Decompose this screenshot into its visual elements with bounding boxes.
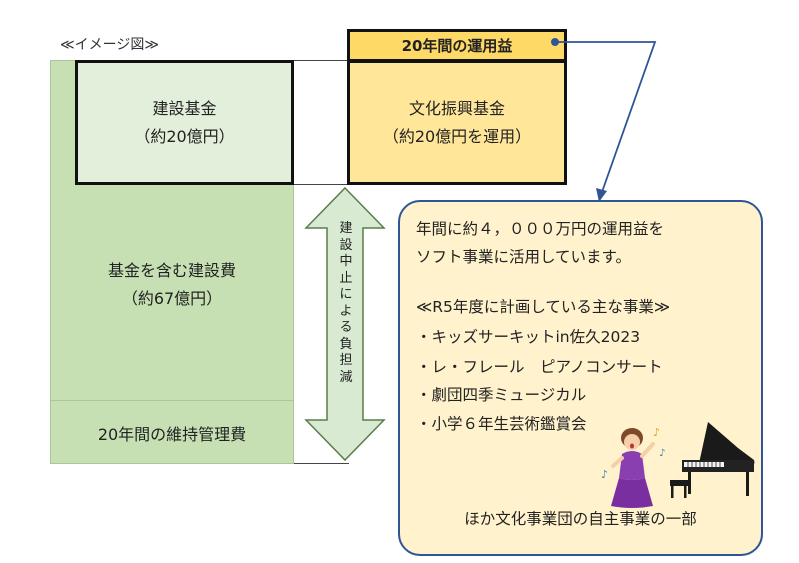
callout-line-2: ソフト事業に活用しています。 — [416, 248, 631, 266]
grand-piano-icon — [670, 422, 755, 498]
plan-heading: ≪R5年度に計画している主な事業≫ — [416, 298, 671, 316]
svg-text:♪: ♪ — [601, 468, 608, 481]
maintenance-cost-label: 20年間の維持管理費 — [97, 424, 247, 444]
construction-cost-label: 基金を含む建設費 （約67億円） — [50, 240, 294, 330]
svg-text:♪: ♪ — [659, 448, 665, 459]
baseline — [294, 463, 349, 464]
plan-item: ・レ・フレール ピアノコンサート — [416, 358, 663, 376]
plan-item: ・キッズサーキットin佐久2023 — [416, 328, 641, 346]
construction-fund-box: 建設基金 （約20億円） — [75, 60, 294, 185]
construction-fund-name: 建設基金 — [152, 98, 217, 118]
cost-divider — [50, 400, 294, 401]
svg-text:♪: ♪ — [653, 426, 660, 439]
culture-fund-amount: （約20億円を運用） — [382, 126, 532, 146]
callout-line-1: 年間に約４，０００万円の運用益を — [416, 220, 665, 238]
singer-illustration-icon: ♪ ♪ ♪ — [601, 426, 665, 508]
burden-reduction-label: 建 設 中 止 に よ る 負 担 減 — [339, 221, 353, 385]
connector-arrow — [551, 38, 657, 202]
operation-profit-callout — [398, 200, 763, 556]
image-label: ≪イメージ図≫ — [60, 37, 160, 53]
plan-item: ・小学６年生芸術鑑賞会 — [416, 415, 587, 433]
profit-title: 20年間の運用益 — [347, 29, 567, 62]
culture-fund-box: 文化振興基金 （約20億円を運用） — [347, 60, 567, 185]
burden-reduction-arrow — [304, 186, 386, 462]
gap-line-top — [294, 60, 349, 61]
construction-cost-name: 基金を含む建設費 — [107, 261, 236, 280]
construction-fund-amount: （約20億円） — [134, 126, 235, 146]
construction-cost-amount: （約67億円） — [121, 289, 223, 308]
gap-line-bottom — [294, 184, 349, 185]
culture-fund-name: 文化振興基金 — [408, 98, 505, 118]
callout-caption: ほか文化事業団の自主事業の一部 — [464, 510, 697, 528]
plan-item: ・劇団四季ミュージカル — [416, 386, 587, 404]
